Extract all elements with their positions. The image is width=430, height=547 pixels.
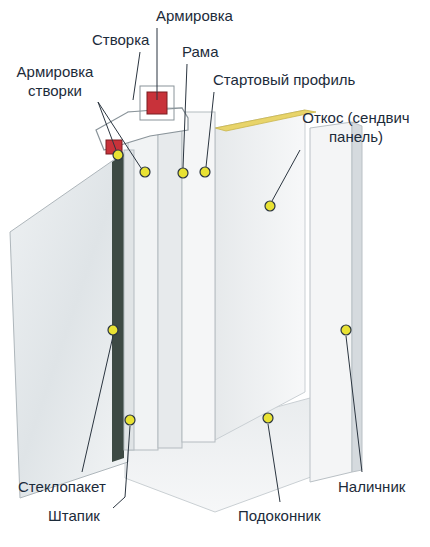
- glazing-bead: [124, 150, 134, 450]
- casing-return: [352, 122, 362, 472]
- callout-dots: [108, 150, 351, 425]
- glass-spacer: [112, 154, 124, 462]
- casing-shape: [310, 122, 352, 482]
- glass-unit: [10, 150, 128, 498]
- part-label: Штапик: [48, 506, 100, 525]
- part-label: Стеклопакет: [18, 477, 106, 496]
- part-label: Рама: [182, 42, 219, 61]
- part-label: Наличник: [338, 477, 405, 496]
- part-label: Стартовый профиль: [213, 70, 355, 89]
- slope-panel: [215, 110, 305, 440]
- part-label: Откос (сендвич панель): [290, 108, 422, 146]
- part-label: Подоконник: [238, 506, 320, 525]
- foam-edge: [215, 110, 316, 131]
- part-label: Створка: [92, 30, 149, 49]
- leader-lines: [82, 28, 362, 508]
- part-label: Армировка: [156, 6, 233, 25]
- part-label: Армировка створки: [5, 62, 105, 100]
- frame-profile: [158, 108, 182, 448]
- start-profile: [182, 112, 215, 442]
